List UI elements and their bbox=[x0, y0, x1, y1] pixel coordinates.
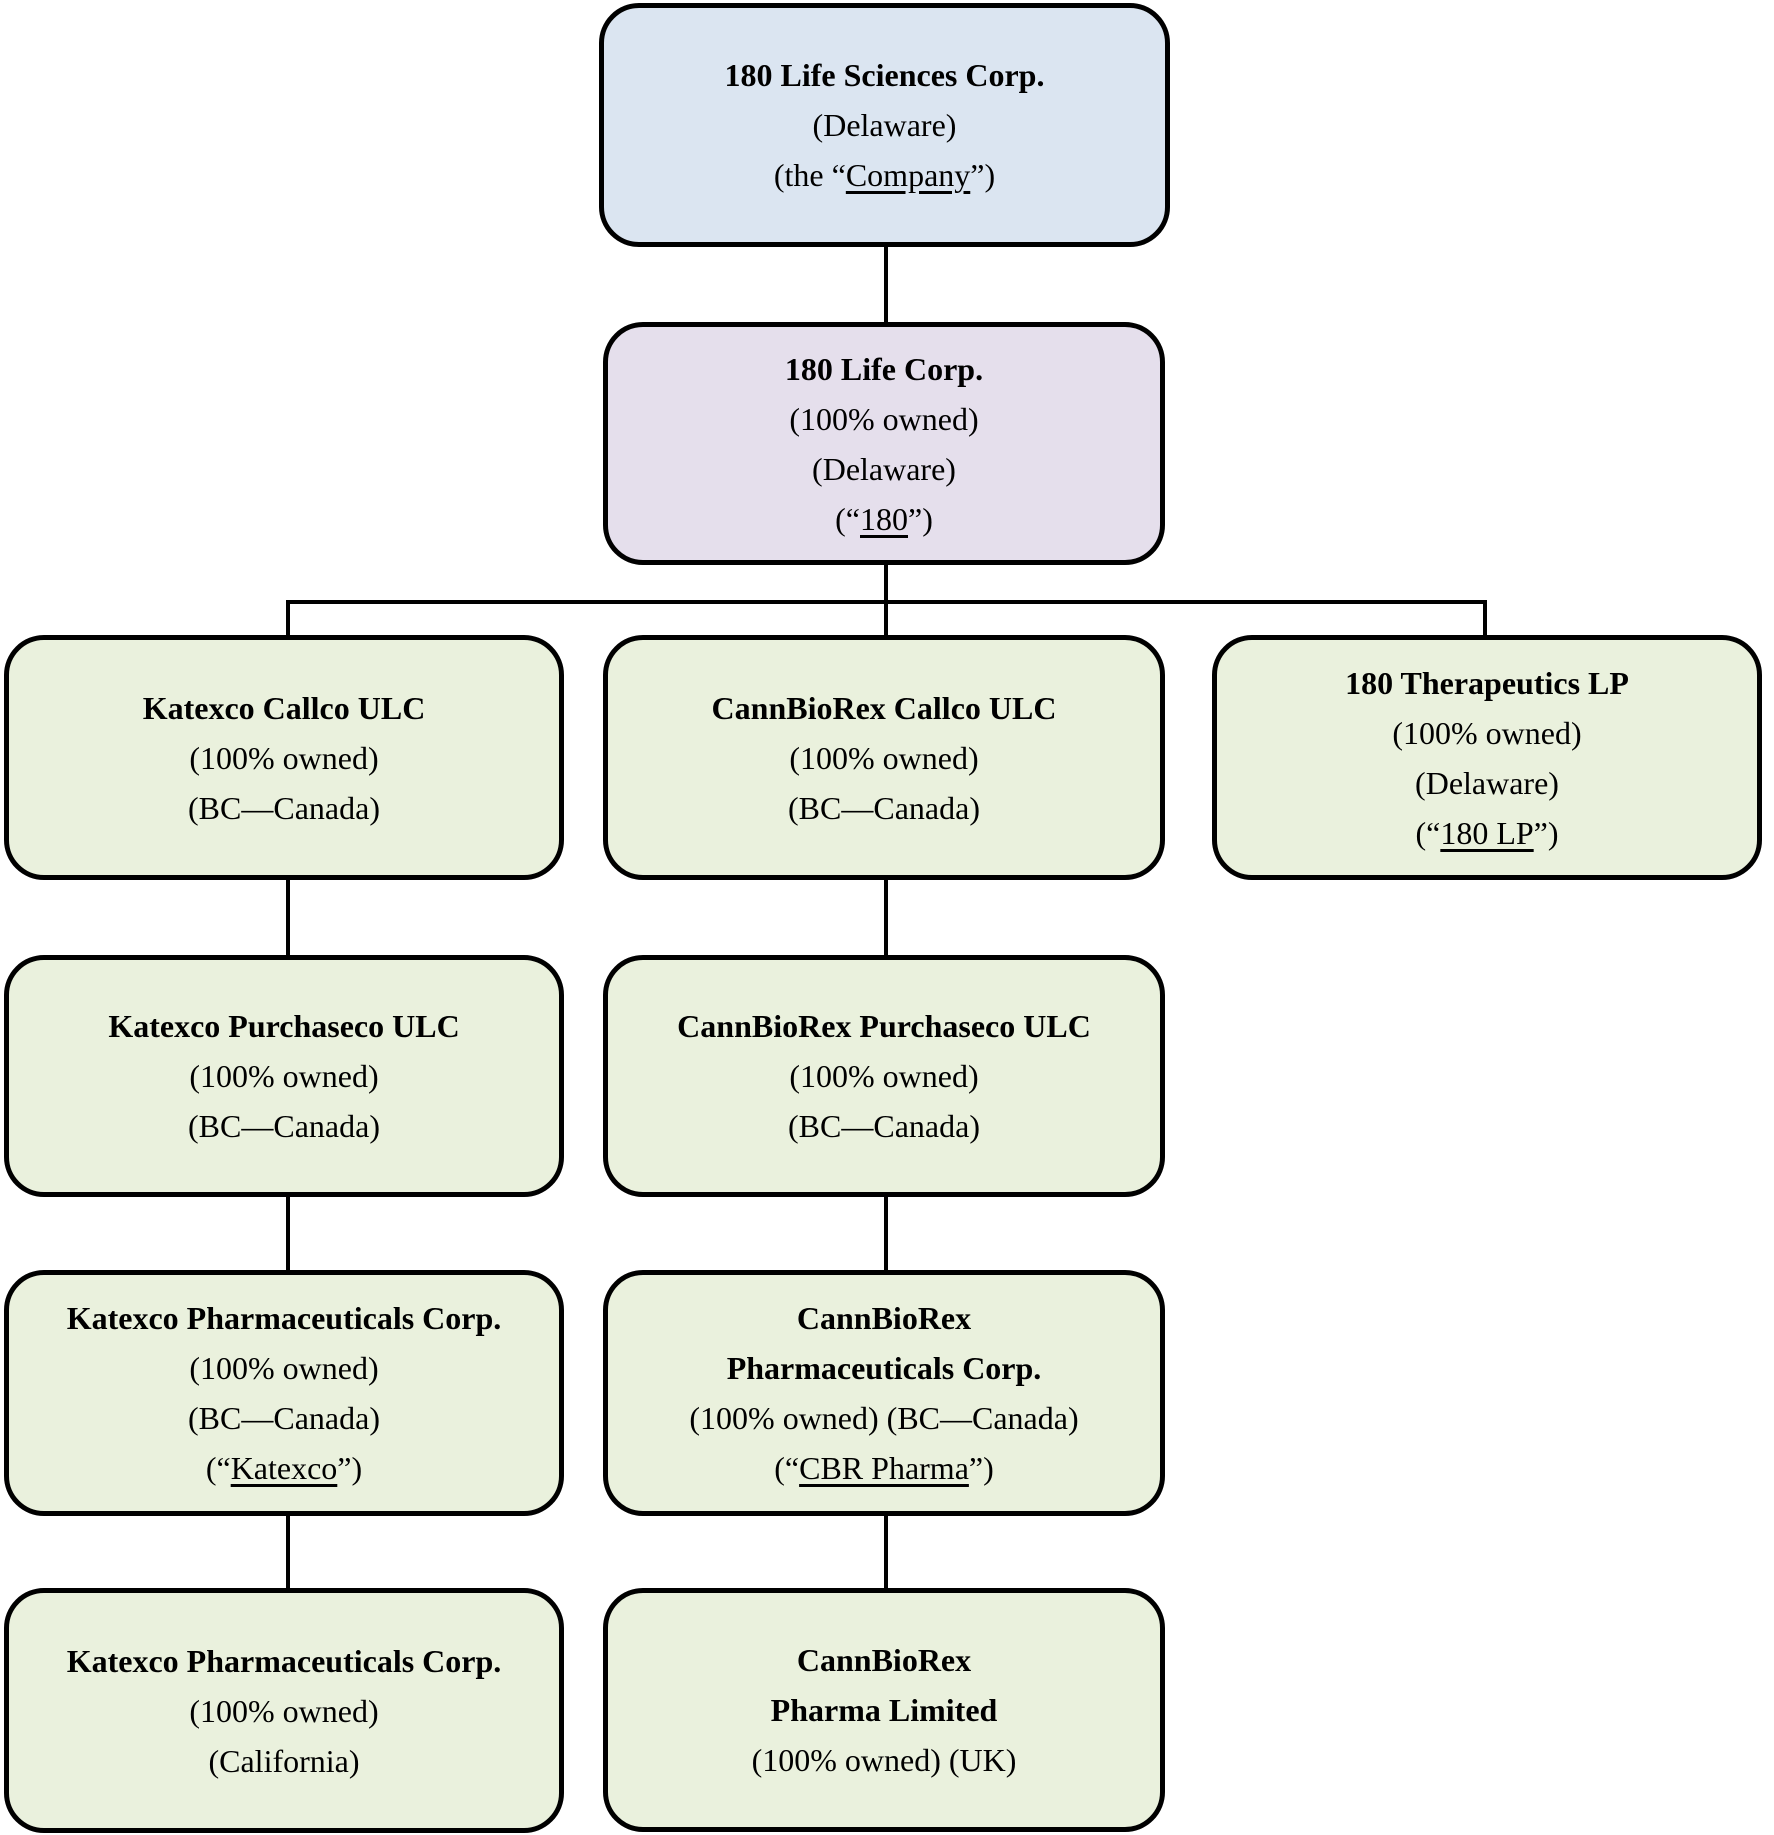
connector-company-to-life-corp bbox=[884, 247, 888, 322]
node-180-therapeutics-lp: 180 Therapeutics LP(100% owned)(Delaware… bbox=[1212, 635, 1762, 880]
connector-cannbiorex-callco-to-purchaseco bbox=[884, 880, 888, 955]
node-180-life-corp: 180 Life Corp.(100% owned)(Delaware)(“18… bbox=[603, 322, 1165, 565]
node-katexco-pharmaceuticals-bc: Katexco Pharmaceuticals Corp.(100% owned… bbox=[4, 1270, 564, 1516]
connector-katexco-purchaseco-to-pharma bbox=[286, 1197, 290, 1270]
node-cannbiorex-callco-ulc: CannBioRex Callco ULC(100% owned)(BC—Can… bbox=[603, 635, 1165, 880]
connector-cannbiorex-purchaseco-to-pharma bbox=[884, 1197, 888, 1270]
node-180-life-sciences-corp: 180 Life Sciences Corp.(Delaware)(the “C… bbox=[599, 3, 1170, 247]
connector-branch-horizontal bbox=[286, 600, 1487, 604]
connector-cannbiorex-pharma-to-limited bbox=[884, 1516, 888, 1588]
connector-branch-to-therapeutics-lp bbox=[1483, 600, 1487, 635]
node-katexco-callco-ulc: Katexco Callco ULC(100% owned)(BC—Canada… bbox=[4, 635, 564, 880]
connector-katexco-pharma-to-california bbox=[286, 1516, 290, 1588]
connector-katexco-callco-to-purchaseco bbox=[286, 880, 290, 955]
node-cannbiorex-purchaseco-ulc: CannBioRex Purchaseco ULC(100% owned)(BC… bbox=[603, 955, 1165, 1197]
node-katexco-pharmaceuticals-california: Katexco Pharmaceuticals Corp.(100% owned… bbox=[4, 1588, 564, 1833]
node-katexco-purchaseco-ulc: Katexco Purchaseco ULC(100% owned)(BC—Ca… bbox=[4, 955, 564, 1197]
connector-branch-to-katexco-callco bbox=[286, 600, 290, 635]
